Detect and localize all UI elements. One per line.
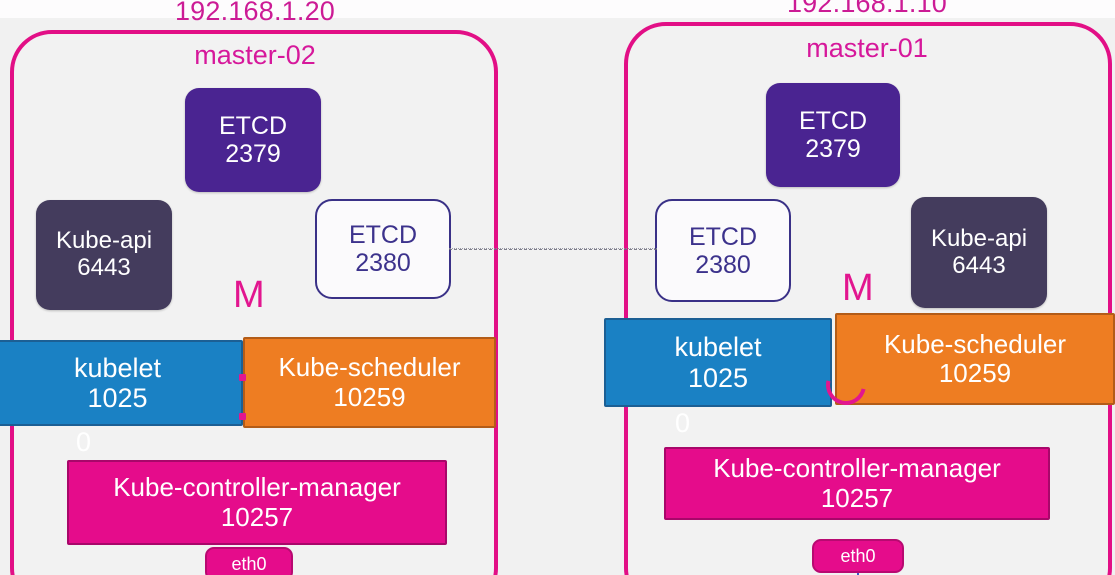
kube-scheduler-port: 10259 — [333, 381, 406, 412]
node-ip-master-02: 192.168.1.20 — [174, 0, 336, 26]
etcd-peer-label: ETCD — [348, 221, 418, 249]
etcd-peer-box-master-01[interactable]: ETCD 2380 — [655, 199, 791, 302]
annotation-m-master-01: M — [842, 267, 874, 309]
nic-badge-master-02[interactable]: eth0 — [205, 547, 293, 575]
kube-controller-manager-box-master-01[interactable]: Kube-controller-manager 10257 — [664, 447, 1050, 520]
kubelet-port: 1025 — [687, 362, 749, 393]
kube-controller-manager-label: Kube-controller-manager — [713, 453, 1001, 484]
kube-api-box-master-01[interactable]: Kube-api 6443 — [911, 197, 1047, 308]
node-name-master-01: master-01 — [806, 33, 928, 63]
kubelet-label: kubelet — [73, 352, 162, 383]
kubelet-port: 1025 — [87, 383, 148, 413]
kube-api-port: 6443 — [77, 254, 131, 281]
etcd-peer-link — [449, 248, 657, 250]
kube-scheduler-box-master-02[interactable]: Kube-scheduler 10259 — [243, 337, 496, 428]
kube-controller-manager-port: 10257 — [220, 501, 294, 532]
kube-controller-manager-label: Kube-controller-manager — [113, 472, 401, 503]
node-name-master-02: master-02 — [194, 40, 316, 70]
kube-api-port: 6443 — [952, 251, 1006, 279]
node-ip-master-01: 192.168.1.10 — [786, 0, 948, 18]
kube-api-label: Kube-api — [930, 224, 1028, 252]
seam-tick-icon — [239, 413, 246, 420]
etcd-peer-port: 2380 — [355, 249, 411, 277]
kube-scheduler-port: 10259 — [938, 358, 1012, 388]
etcd-peer-label: ETCD — [688, 222, 758, 251]
kubelet-label: kubelet — [674, 332, 762, 363]
kubelet-port-overflow-master-01: 0 — [675, 408, 691, 438]
kube-scheduler-box-master-01[interactable]: Kube-scheduler 10259 — [835, 313, 1115, 405]
kube-controller-manager-box-master-02[interactable]: Kube-controller-manager 10257 — [67, 460, 447, 545]
etcd-peer-box-master-02[interactable]: ETCD 2380 — [315, 199, 451, 299]
etcd-main-box-master-01[interactable]: ETCD 2379 — [766, 83, 900, 187]
kube-api-box-master-02[interactable]: Kube-api 6443 — [36, 200, 172, 310]
annotation-m-master-02: M — [233, 274, 265, 316]
etcd-main-port: 2379 — [805, 135, 861, 163]
kube-scheduler-label: Kube-scheduler — [278, 352, 461, 383]
kubelet-port-overflow-master-02: 0 — [76, 427, 92, 457]
kube-controller-manager-port: 10257 — [820, 482, 894, 513]
kube-api-label: Kube-api — [55, 227, 153, 255]
nic-badge-master-01[interactable]: eth0 — [812, 539, 904, 573]
nic-link-stub-master-01 — [857, 571, 859, 575]
etcd-main-box-master-02[interactable]: ETCD 2379 — [185, 88, 321, 192]
etcd-main-label: ETCD — [218, 112, 288, 140]
etcd-peer-port: 2380 — [695, 250, 751, 279]
kubelet-box-master-01[interactable]: kubelet 1025 — [604, 318, 832, 407]
seam-tick-icon — [239, 374, 246, 381]
etcd-main-port: 2379 — [225, 140, 281, 168]
kube-scheduler-label: Kube-scheduler — [883, 328, 1067, 359]
kubelet-box-master-02[interactable]: kubelet 1025 — [0, 340, 243, 426]
etcd-main-label: ETCD — [798, 107, 868, 135]
